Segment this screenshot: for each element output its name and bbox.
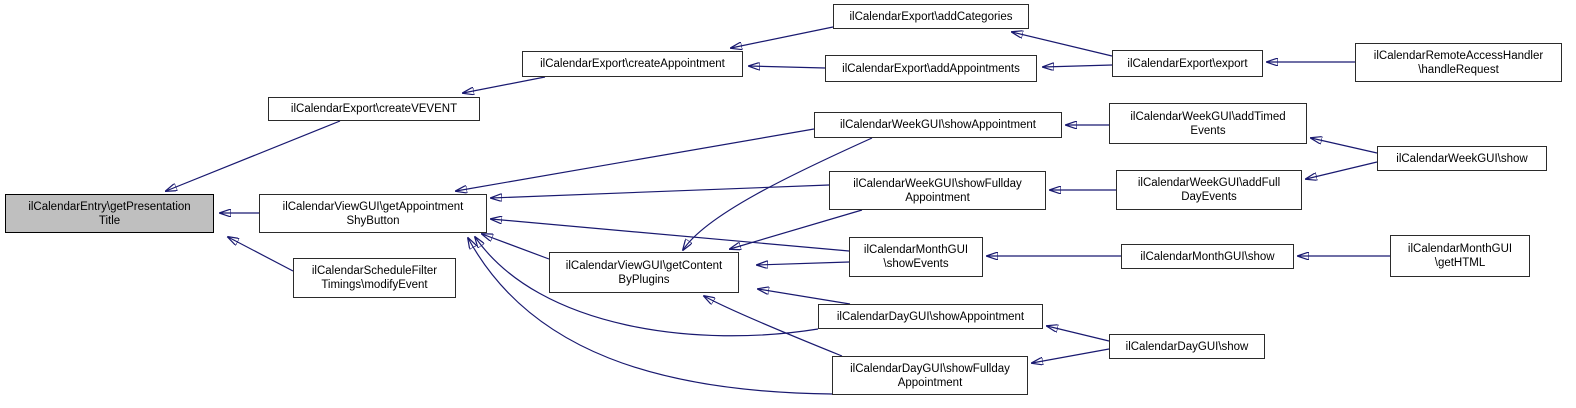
node-dayShowAppointment[interactable]: ilCalendarDayGUI\showAppointment — [818, 304, 1043, 329]
edge-dayShowAppointment-getContentByPlugins — [758, 289, 851, 305]
node-modifyEvent[interactable]: ilCalendarScheduleFilter Timings\modifyE… — [293, 258, 456, 298]
edge-dayShow-dayShowFulldayAppointment — [1032, 348, 1110, 363]
node-export[interactable]: ilCalendarExport\export — [1112, 50, 1263, 77]
node-handleRequest[interactable]: ilCalendarRemoteAccessHandler \handleReq… — [1355, 43, 1562, 82]
edge-weekShowFulldayAppointment-getAppointmentShyButton — [491, 184, 830, 198]
node-addAppointments[interactable]: ilCalendarExport\addAppointments — [825, 55, 1037, 82]
node-monthShowEvents[interactable]: ilCalendarMonthGUI \showEvents — [849, 237, 983, 277]
edge-createAppointment-createVEVENT — [463, 76, 546, 93]
edge-weekShowFulldayAppointment-getContentByPlugins — [730, 209, 863, 249]
edge-weekShow-weekAddFullDayEvents — [1306, 161, 1378, 179]
edge-dayShow-dayShowAppointment — [1047, 326, 1110, 342]
node-monthGetHTML[interactable]: ilCalendarMonthGUI \getHTML — [1390, 235, 1530, 277]
node-createVEVENT[interactable]: ilCalendarExport\createVEVENT — [268, 97, 480, 121]
edge-createVEVENT-getPresentationTitle — [166, 120, 341, 191]
edge-modifyEvent-getPresentationTitle — [228, 237, 294, 272]
node-dayShow[interactable]: ilCalendarDayGUI\show — [1109, 334, 1265, 359]
edge-getContentByPlugins-getAppointmentShyButton — [482, 234, 550, 260]
edge-monthShowEvents-getContentByPlugins — [757, 262, 850, 265]
node-monthShow[interactable]: ilCalendarMonthGUI\show — [1121, 244, 1294, 269]
node-weekShowAppointment[interactable]: ilCalendarWeekGUI\showAppointment — [814, 112, 1062, 138]
edge-weekShow-weekAddTimedEvents — [1311, 138, 1378, 154]
edge-addCategories-createAppointment — [731, 26, 834, 48]
node-addCategories[interactable]: ilCalendarExport\addCategories — [833, 4, 1029, 29]
node-weekAddFullDayEvents[interactable]: ilCalendarWeekGUI\addFull DayEvents — [1116, 170, 1302, 210]
node-dayShowFulldayAppointment[interactable]: ilCalendarDayGUI\showFullday Appointment — [832, 356, 1028, 395]
node-getPresentationTitle: ilCalendarEntry\getPresentation Title — [5, 194, 214, 233]
node-createAppointment[interactable]: ilCalendarExport\createAppointment — [522, 51, 743, 77]
edge-export-addAppointments — [1043, 65, 1113, 67]
node-getContentByPlugins[interactable]: ilCalendarViewGUI\getContent ByPlugins — [549, 252, 739, 293]
edge-export-addCategories — [1012, 32, 1113, 57]
edge-weekShowAppointment-getAppointmentShyButton — [456, 128, 815, 191]
edge-monthShowEvents-getAppointmentShyButton — [491, 219, 850, 252]
edge-addAppointments-createAppointment — [749, 66, 826, 68]
node-getAppointmentShyButton[interactable]: ilCalendarViewGUI\getAppointment ShyButt… — [259, 194, 487, 233]
node-weekAddTimedEvents[interactable]: ilCalendarWeekGUI\addTimed Events — [1109, 103, 1307, 144]
node-weekShow[interactable]: ilCalendarWeekGUI\show — [1377, 146, 1547, 171]
node-weekShowFulldayAppointment[interactable]: ilCalendarWeekGUI\showFullday Appointmen… — [829, 171, 1046, 210]
